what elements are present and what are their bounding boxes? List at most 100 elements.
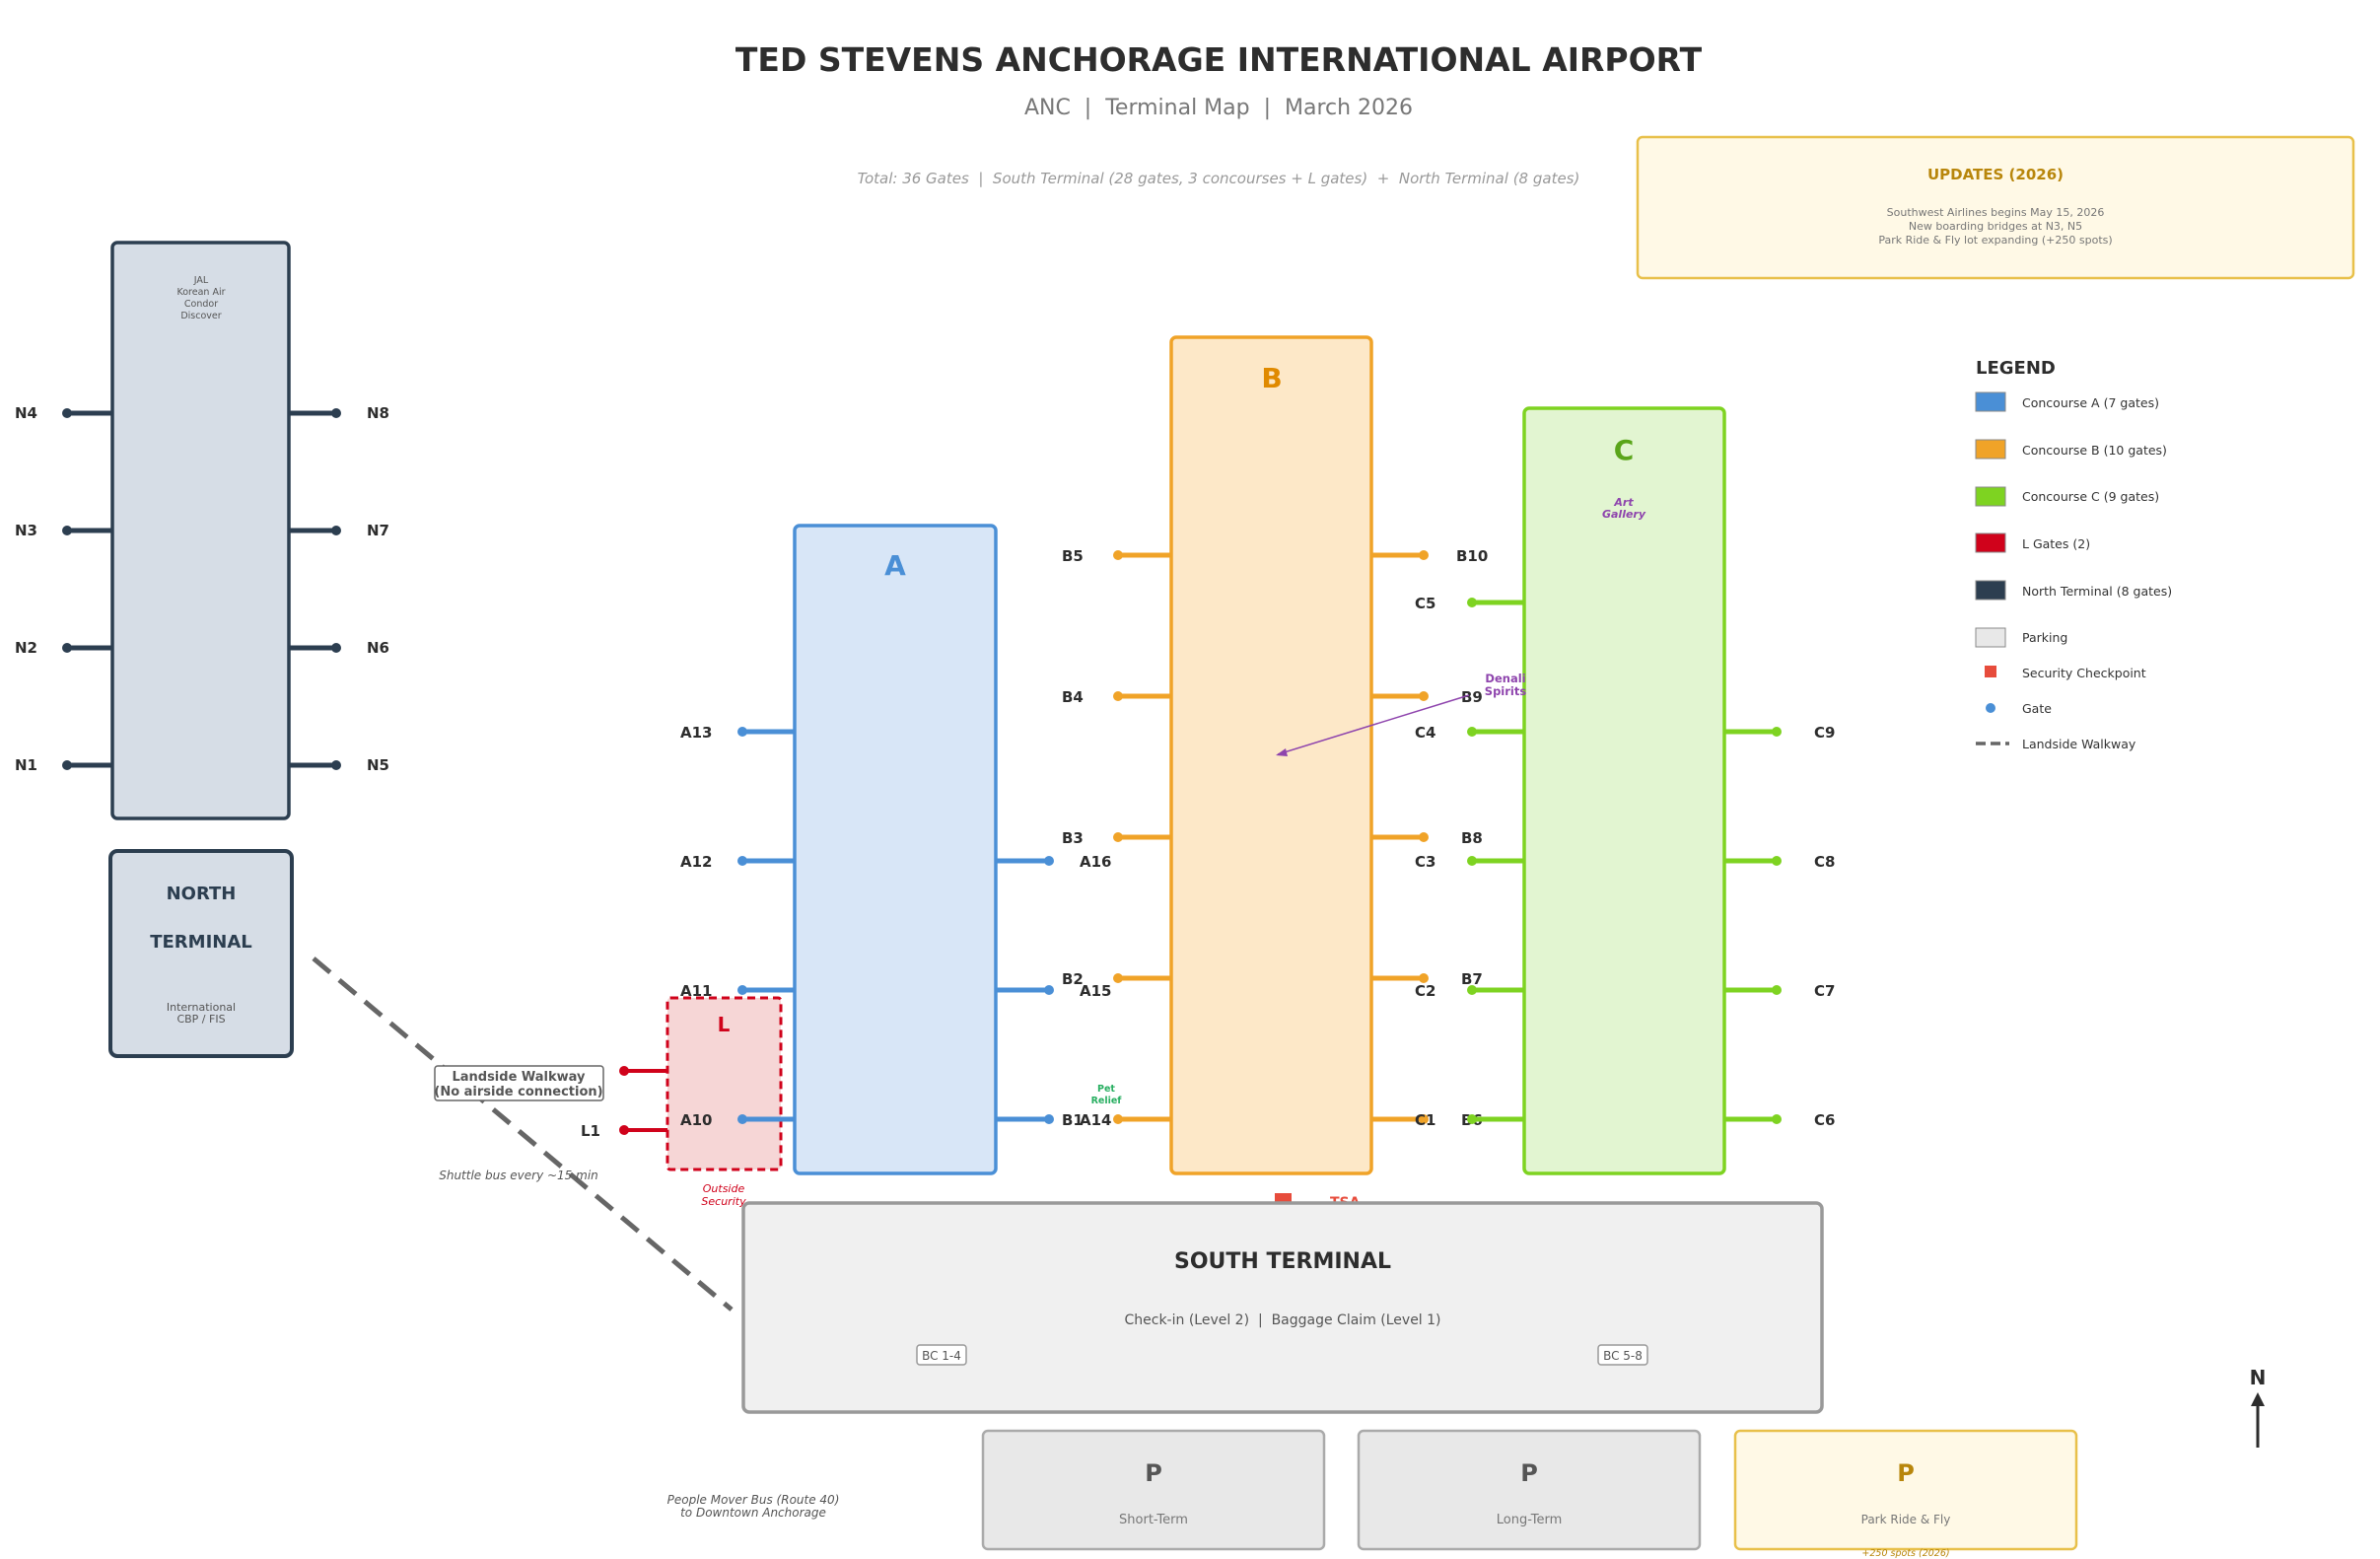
legend-security-icon — [1985, 666, 1996, 677]
walkway-label: (No airside connection) — [434, 1085, 602, 1099]
baggage-claim-right — [1597, 1344, 1648, 1366]
south-terminal: TSA SOUTH TERMINAL Check-in (Level 2) | … — [741, 1193, 1824, 1414]
north-terminal-label: NORTH — [167, 884, 237, 904]
walkway-label: Landside Walkway — [452, 1070, 586, 1085]
gate-label-b3: B3 — [1062, 829, 1084, 847]
updates-box: UPDATES (2026) Southwest Airlines begins… — [1636, 135, 2355, 280]
north-terminal-sub: International — [167, 1001, 236, 1014]
concourse-a-building — [793, 524, 998, 1175]
legend-item: Landside Walkway — [2022, 737, 2136, 751]
l-gate-area — [665, 996, 783, 1171]
baggage-claim-right-label: BC 5-8 — [1603, 1349, 1643, 1363]
parking-long-term[interactable] — [1357, 1429, 1702, 1551]
denali-spirits-annotation: Denali Spirits — [1276, 672, 1526, 756]
gate-label-a14: A14 — [1080, 1111, 1111, 1129]
gate-label-c6: C6 — [1814, 1111, 1835, 1129]
people-mover-note: to Downtown Anchorage — [680, 1506, 826, 1520]
concourse-c: C Art Gallery C5 C4 C3 C2 C1 C9 C8 C7 C6 — [1415, 406, 1835, 1175]
parking-park-ride-fly[interactable] — [1733, 1429, 2078, 1551]
gate-label-b10: B10 — [1456, 547, 1488, 565]
north-terminal-label: TERMINAL — [150, 932, 252, 953]
airline-label: JAL — [193, 275, 209, 286]
concourse-b-building — [1169, 335, 1373, 1175]
legend-item: Concourse B (10 gates) — [2022, 443, 2167, 458]
north-terminal-building — [108, 849, 294, 1058]
gate-label-b1: B1 — [1062, 1111, 1084, 1129]
baggage-claim-left — [916, 1344, 967, 1366]
concourse-c-title: C — [1614, 434, 1635, 466]
gate-label-b8: B8 — [1461, 829, 1483, 847]
compass-label: N — [2250, 1366, 2267, 1389]
parking-label: Short-Term — [1119, 1513, 1188, 1527]
updates-title: UPDATES (2026) — [1927, 166, 2064, 183]
pet-relief-label: Pet — [1097, 1084, 1115, 1095]
gate-label-n7: N7 — [367, 522, 389, 539]
gate-label-a13: A13 — [680, 724, 712, 742]
parking: P Short-Term P Long-Term P Park Ride & F… — [981, 1429, 2078, 1559]
parking-symbol: P — [1145, 1459, 1162, 1487]
legend-item: Gate — [2022, 701, 2052, 716]
north-terminal: JAL Korean Air Condor Discover N4 N3 N2 … — [15, 241, 389, 1058]
denali-spirits-label: Denali — [1485, 672, 1525, 685]
update-line: Park Ride & Fly lot expanding (+250 spot… — [1878, 234, 2112, 247]
gate-label-b7: B7 — [1461, 970, 1483, 988]
gate-label-a10: A10 — [680, 1111, 712, 1129]
gate-label-n3: N3 — [15, 522, 37, 539]
l-gate-note: Security — [701, 1195, 746, 1208]
legend-swatch-b — [1975, 439, 2006, 460]
legend-item: Parking — [2022, 630, 2067, 645]
compass: N — [2250, 1366, 2267, 1448]
legend-item: North Terminal (8 gates) — [2022, 584, 2172, 599]
people-mover-note: People Mover Bus (Route 40) — [667, 1493, 840, 1507]
concourse-b-title: B — [1261, 362, 1282, 394]
gate-label-c2: C2 — [1415, 982, 1435, 1000]
concourse-a-title: A — [884, 549, 906, 582]
parking-symbol: P — [1897, 1459, 1915, 1487]
update-line: Southwest Airlines begins May 15, 2026 — [1887, 206, 2105, 219]
north-arrow-icon — [2251, 1392, 2265, 1406]
gate-label-l1: L1 — [581, 1122, 600, 1140]
legend-swatch-parking — [1975, 627, 2006, 648]
north-concourse — [110, 241, 291, 820]
legend-gate-icon — [1986, 703, 1995, 713]
gate-label-c1: C1 — [1415, 1111, 1435, 1129]
baggage-claim-left-label: BC 1-4 — [922, 1349, 961, 1363]
concourse-b: B B5 B4 B3 B2 B1 B10 B9 B8 B7 B6 Pet Rel… — [1062, 335, 1488, 1175]
legend-title: LEGEND — [1976, 358, 2056, 379]
shuttle-note: Shuttle bus every ~15 min — [439, 1169, 598, 1182]
legend-item: Security Checkpoint — [2022, 666, 2146, 680]
airline-label: Korean Air — [176, 287, 225, 298]
parking-short-term[interactable] — [981, 1429, 1326, 1551]
legend-swatch-l — [1975, 532, 2006, 553]
page-title: TED STEVENS ANCHORAGE INTERNATIONAL AIRP… — [735, 40, 1703, 79]
parking-label: Park Ride & Fly — [1861, 1513, 1951, 1526]
gate-label-c5: C5 — [1415, 595, 1435, 612]
art-gallery-label: Gallery — [1602, 508, 1646, 521]
legend-item: Concourse C (9 gates) — [2022, 489, 2159, 504]
l-gates: L L1 Outside Security — [581, 996, 783, 1208]
gate-label-n6: N6 — [367, 639, 389, 657]
l-gate-title: L — [718, 1013, 731, 1036]
denali-spirits-label: Spirits — [1485, 684, 1527, 698]
gate-label-n5: N5 — [367, 756, 389, 774]
update-line: New boarding bridges at N3, N5 — [1909, 220, 2082, 233]
airline-label: Discover — [180, 311, 221, 321]
gate-label-n2: N2 — [15, 639, 37, 657]
legend-item: L Gates (2) — [2022, 536, 2090, 551]
l-gate-note: Outside — [703, 1182, 745, 1195]
gate-label-a12: A12 — [680, 853, 712, 871]
gate-label-n4: N4 — [15, 404, 37, 422]
pet-relief-label: Relief — [1091, 1096, 1123, 1106]
landside-walkway: Landside Walkway (No airside connection)… — [312, 957, 734, 1311]
concourse-c-building — [1522, 406, 1726, 1175]
south-terminal-title: SOUTH TERMINAL — [1174, 1249, 1391, 1274]
gate-label-b9: B9 — [1461, 688, 1483, 706]
gate-label-c8: C8 — [1814, 853, 1835, 871]
gate-label-c4: C4 — [1415, 724, 1435, 742]
south-terminal-sub: Check-in (Level 2) | Baggage Claim (Leve… — [1124, 1312, 1440, 1328]
legend-item: Concourse A (7 gates) — [2022, 395, 2159, 410]
gate-label-a11: A11 — [680, 982, 712, 1000]
gate-label-b2: B2 — [1062, 970, 1084, 988]
legend: LEGEND Concourse A (7 gates) Concourse B… — [1975, 358, 2172, 751]
